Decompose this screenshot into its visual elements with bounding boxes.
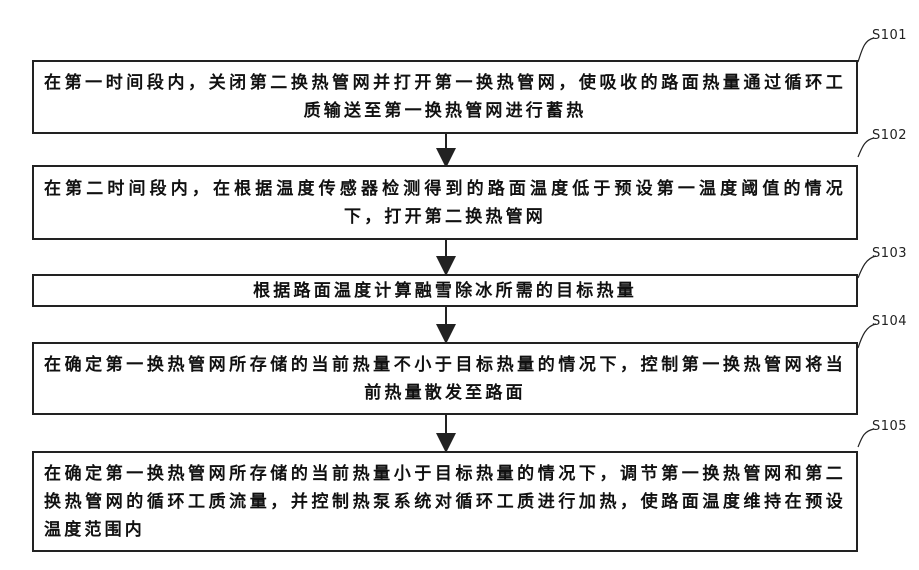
step-label-s104: S104 — [872, 314, 907, 329]
step-text-s105: 在确定第一换热管网所存储的当前热量小于目标热量的情况下，调节第一换热管网和第二换… — [34, 460, 856, 544]
step-text-s104: 在确定第一换热管网所存储的当前热量不小于目标热量的情况下，控制第一换热管网将当前… — [34, 351, 856, 407]
step-text-s102: 在第二时间段内，在根据温度传感器检测得到的路面温度低于预设第一温度阈值的情况下，… — [34, 175, 856, 231]
step-text-s101: 在第一时间段内，关闭第二换热管网并打开第一换热管网，使吸收的路面热量通过循环工质… — [34, 69, 856, 125]
step-box-s101: 在第一时间段内，关闭第二换热管网并打开第一换热管网，使吸收的路面热量通过循环工质… — [32, 60, 858, 134]
step-label-s105: S105 — [872, 419, 907, 434]
step-box-s102: 在第二时间段内，在根据温度传感器检测得到的路面温度低于预设第一温度阈值的情况下，… — [32, 165, 858, 240]
step-label-s101: S101 — [872, 28, 907, 43]
step-box-s105: 在确定第一换热管网所存储的当前热量小于目标热量的情况下，调节第一换热管网和第二换… — [32, 451, 858, 552]
step-label-s103: S103 — [872, 246, 907, 261]
step-label-s102: S102 — [872, 128, 907, 143]
step-box-s104: 在确定第一换热管网所存储的当前热量不小于目标热量的情况下，控制第一换热管网将当前… — [32, 342, 858, 415]
step-text-s103: 根据路面温度计算融雪除冰所需的目标热量 — [34, 277, 856, 305]
step-box-s103: 根据路面温度计算融雪除冰所需的目标热量 — [32, 274, 858, 307]
